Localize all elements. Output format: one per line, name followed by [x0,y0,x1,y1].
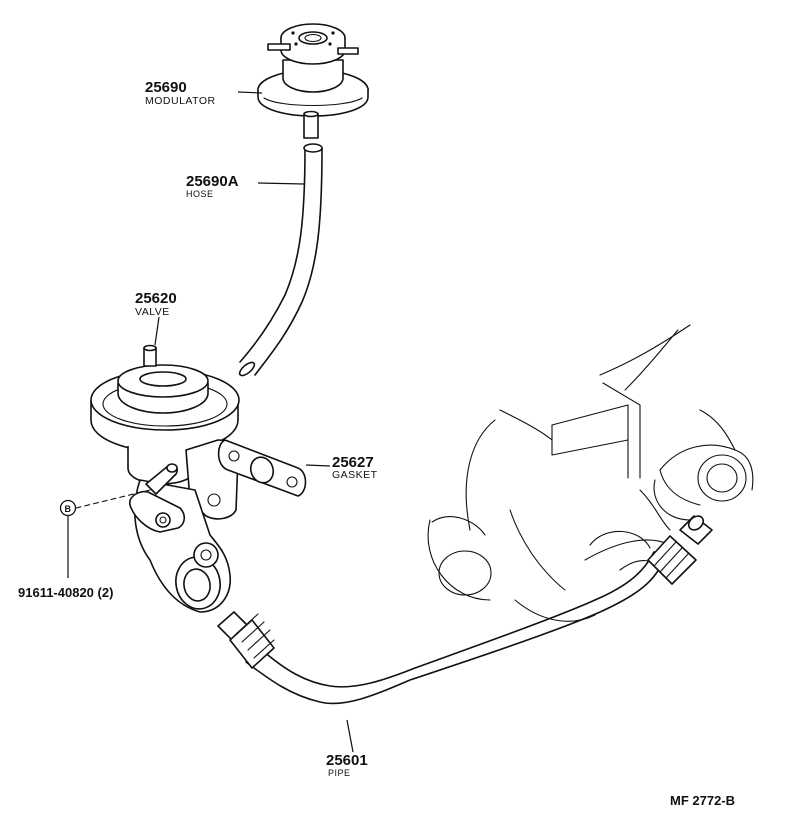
leader-modulator [237,91,263,94]
leader-hose [257,182,305,185]
part-name-valve: VALVE [135,306,170,318]
part-number-gasket: 25627 [332,454,374,471]
part-number-hose: 25690A [186,173,239,190]
leader-pipe [346,719,354,753]
bolt-reference-drawing [67,489,151,578]
part-number-modulator: 25690 [145,79,187,96]
leader-gasket [305,464,331,467]
engine-block-drawing [427,324,754,622]
part-name-gasket: GASKET [332,469,378,481]
pipe-drawing [217,515,713,705]
bolt-marker-letter: B [65,504,72,514]
valve-drawing [90,344,240,613]
hose-drawing [238,143,323,377]
part-number-bolt: 91611-40820 (2) [18,585,113,600]
modulator-drawing [257,23,369,139]
part-number-pipe: 25601 [326,752,368,769]
part-name-hose: HOSE [186,189,214,199]
bolt-marker-circle [59,499,77,517]
leader-valve [154,316,160,346]
gasket-drawing [217,439,307,497]
part-name-pipe: PIPE [328,768,351,778]
part-name-modulator: MODULATOR [145,95,216,107]
part-number-valve: 25620 [135,290,177,307]
figure-id: MF 2772-B [670,793,735,808]
